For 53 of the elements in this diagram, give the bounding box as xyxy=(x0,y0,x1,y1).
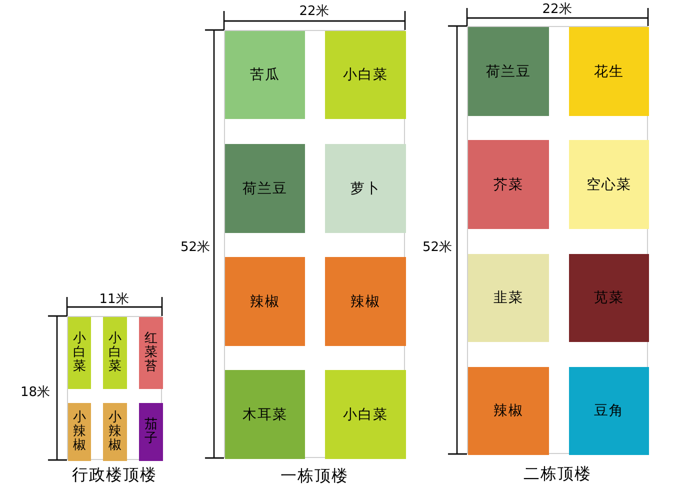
garden-plot xyxy=(325,31,406,119)
garden-plot xyxy=(569,140,649,229)
garden-plot xyxy=(225,31,305,119)
garden-plot xyxy=(325,370,406,459)
crop-label: 小白菜 xyxy=(73,332,86,374)
crop-label: 韭菜 xyxy=(494,289,524,307)
crop-label: 苦瓜 xyxy=(250,66,280,84)
crop-label: 空心菜 xyxy=(586,176,632,194)
garden-plot xyxy=(468,254,549,342)
garden-plot xyxy=(139,403,163,461)
garden-plot xyxy=(68,317,91,389)
rooftop-title: 行政楼顶楼 xyxy=(72,465,157,485)
crop-label: 辣椒 xyxy=(350,292,380,310)
crop-label: 辣椒 xyxy=(250,292,280,310)
garden-plot xyxy=(468,140,549,229)
garden-plot xyxy=(468,367,549,455)
garden-plot xyxy=(325,144,406,233)
garden-plot xyxy=(225,370,305,459)
rooftop-title: 一栋顶楼 xyxy=(280,466,348,486)
crop-label: 苋菜 xyxy=(594,289,624,307)
crop-label: 豆角 xyxy=(594,402,624,420)
garden-plot xyxy=(139,317,163,389)
crop-label: 荷兰豆 xyxy=(486,62,531,80)
crop-label: 茄子 xyxy=(144,418,158,446)
crop-label: 小白菜 xyxy=(108,332,122,374)
garden-plot xyxy=(569,254,649,342)
garden-plot xyxy=(225,257,305,346)
crop-label: 小白菜 xyxy=(343,66,388,84)
garden-plot xyxy=(569,367,649,455)
garden-plot xyxy=(103,317,127,389)
garden-plot xyxy=(468,27,549,116)
garden-plot xyxy=(225,144,305,233)
garden-plot xyxy=(68,403,91,461)
crop-label: 花生 xyxy=(594,62,624,80)
garden-plot xyxy=(103,403,127,461)
dimension-label: 52米 xyxy=(180,240,210,255)
crop-label: 小辣椒 xyxy=(108,410,122,454)
dimension-label: 52米 xyxy=(422,240,452,255)
crop-label: 木耳菜 xyxy=(242,406,288,424)
crop-label: 荷兰豆 xyxy=(242,180,288,198)
crop-label: 萝卜 xyxy=(350,180,380,198)
rooftop-title: 二栋顶楼 xyxy=(524,464,592,484)
dimension-label: 22米 xyxy=(542,2,572,17)
dimension-label: 22米 xyxy=(299,4,329,19)
garden-plot xyxy=(569,27,649,116)
crop-label: 红菜苔 xyxy=(144,332,158,374)
crop-label: 芥菜 xyxy=(494,176,524,194)
dimension-label: 18米 xyxy=(20,385,50,400)
dimension-label: 11米 xyxy=(99,292,129,307)
crop-label: 小辣椒 xyxy=(73,410,86,454)
crop-label: 小白菜 xyxy=(343,406,388,424)
crop-label: 辣椒 xyxy=(494,402,524,420)
garden-plot xyxy=(325,257,406,346)
